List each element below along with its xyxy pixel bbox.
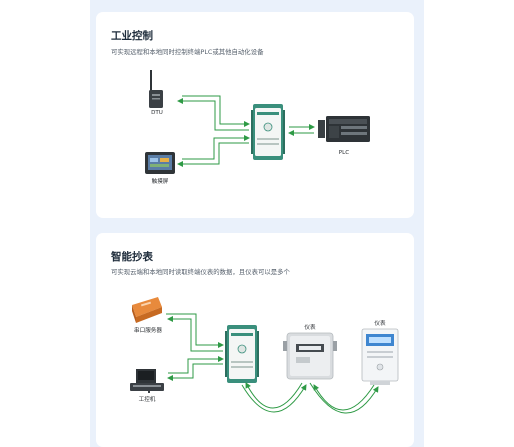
smart-meter-diagram [130, 297, 399, 414]
touchscreen-label: 触摸屏 [151, 179, 169, 185]
io-module-device [225, 325, 259, 383]
plc-label: PLC [338, 150, 350, 156]
section-title: 工业控制 [111, 30, 153, 42]
section-subtitle: 可实现云端和本地同时读取终端仪表的数据，且仪表可以是多个 [111, 268, 290, 276]
section-subtitle: 可实现远程和本地同时控制终端PLC或其他自动化设备 [111, 48, 264, 56]
industrial-pc-icon [130, 369, 164, 393]
meter-2-label: 仪表 [374, 321, 386, 327]
serial-server-label: 串口服务器 [134, 328, 162, 334]
gas-meter-icon [283, 332, 337, 380]
serial-server-icon [132, 297, 162, 323]
industrial-control-diagram [145, 70, 370, 174]
dtu-device-icon [149, 70, 163, 108]
section-title: 智能抄表 [111, 251, 153, 263]
plc-device-icon [318, 116, 370, 142]
touchscreen-icon [145, 152, 175, 174]
electric-meter-icon [361, 328, 399, 385]
meter-1-label: 仪表 [304, 325, 316, 331]
smart-meter-card: 智能抄表 可实现云端和本地同时读取终端仪表的数据，且仪表可以是多个 [96, 233, 414, 447]
ipc-label: 工控机 [138, 397, 156, 403]
io-module-device [251, 104, 285, 160]
industrial-control-card: 工业控制 可实现远程和本地同时控制终端PLC或其他自动化设备 [96, 12, 414, 218]
dtu-label: DTU [151, 110, 163, 116]
